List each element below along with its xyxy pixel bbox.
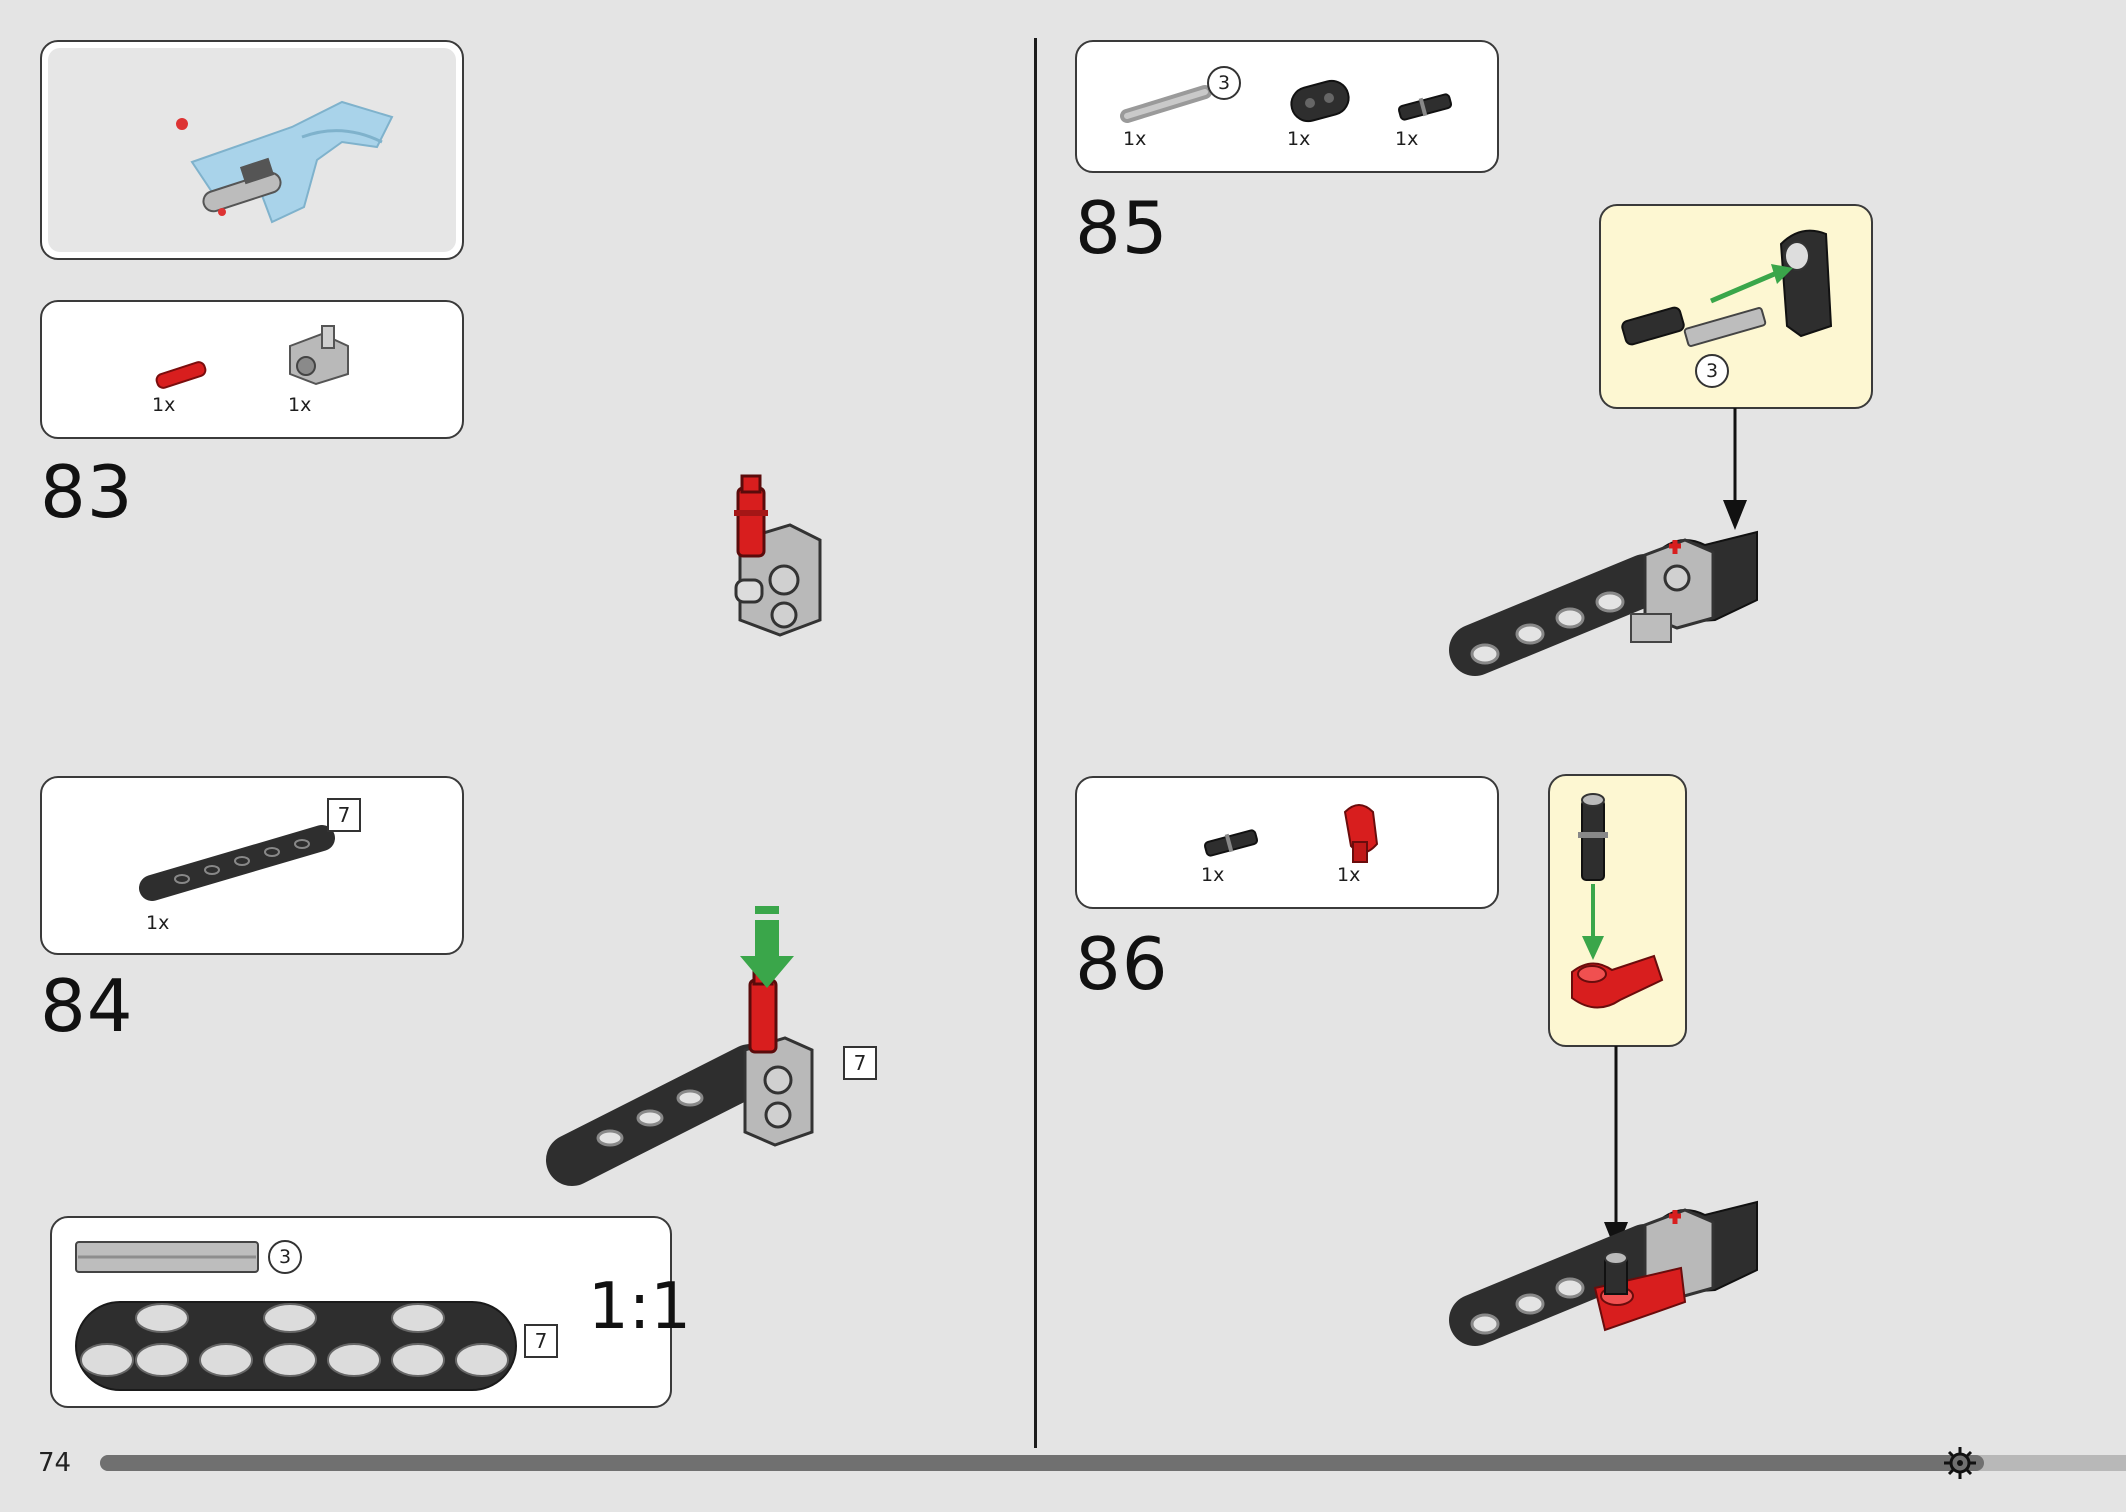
step-86-subassembly-callout xyxy=(1548,774,1687,1047)
step-86-parts-box: 1x 1x xyxy=(1075,776,1499,909)
step-85-part-2-qty: 1x xyxy=(1287,128,1311,150)
step-85-part-3-qty: 1x xyxy=(1395,128,1419,150)
step-84-assembly-length-badge: 7 xyxy=(843,1046,877,1080)
step-84-part-1-qty: 1x xyxy=(146,912,170,934)
scale-beam-7-icon xyxy=(75,1301,517,1391)
scale-axle-length-badge: 3 xyxy=(268,1240,302,1274)
scale-label: 1:1 xyxy=(588,1270,691,1344)
scale-reference-box: 3 7 1:1 xyxy=(50,1216,691,1408)
step-86-number: 86 xyxy=(1075,922,1169,1006)
step-86-assembly-image xyxy=(1449,1200,1758,1346)
step-84-assembly-image xyxy=(546,968,814,1186)
step-85-assembly-image xyxy=(1449,530,1758,676)
gear-icon xyxy=(1944,1447,1976,1479)
black-axle-pin-icon xyxy=(1397,93,1453,121)
step-83-part-2-qty: 1x xyxy=(288,394,312,416)
step-84-part-length-badge: 7 xyxy=(327,798,361,832)
step-83-part-1-qty: 1x xyxy=(152,394,176,416)
black-connector-icon xyxy=(1290,79,1350,123)
grey-axle-3-icon xyxy=(1120,85,1212,123)
progress-track xyxy=(100,1455,2126,1471)
step-86-subassembly-image xyxy=(1571,793,1664,1009)
step-85-axle-length-badge: 3 xyxy=(1207,66,1241,100)
step-85-subassembly-callout: 3 xyxy=(1599,204,1873,409)
model-preview-image xyxy=(176,100,394,224)
grey-connector-block-icon xyxy=(289,325,349,386)
black-beam-7-icon xyxy=(139,825,335,901)
step-83-assembly-image xyxy=(734,474,822,637)
model-preview-box xyxy=(40,40,464,260)
scale-beam-length-badge: 7 xyxy=(524,1324,558,1358)
step-86-part-2-qty: 1x xyxy=(1337,864,1361,886)
red-axle-connector-icon xyxy=(1343,804,1379,863)
step-85-part-1-qty: 1x xyxy=(1123,128,1147,150)
step-84-number: 84 xyxy=(40,964,134,1048)
step-85-connector-arrow xyxy=(1723,408,1747,530)
step-83-number: 83 xyxy=(40,450,134,534)
scale-axle-3-icon xyxy=(75,1241,259,1273)
step-85-callout-quantity-badge: 3 xyxy=(1695,354,1729,388)
page-number: 74 xyxy=(38,1448,72,1478)
step-86-part-1-qty: 1x xyxy=(1201,864,1225,886)
step-85-number: 85 xyxy=(1075,186,1169,270)
step-84-parts-box: 7 1x xyxy=(40,776,464,955)
step-83-parts-box: 1x 1x xyxy=(40,300,464,439)
page-divider xyxy=(1034,38,1037,1448)
red-axle-pin-icon xyxy=(155,361,207,389)
progress-fill xyxy=(100,1455,1985,1471)
down-arrow-icon xyxy=(740,906,794,988)
step-85-parts-box: 3 1x 1x 1x xyxy=(1075,40,1499,173)
step-85-subassembly-image xyxy=(1621,229,1833,347)
black-axle-pin-icon-86 xyxy=(1203,829,1259,857)
